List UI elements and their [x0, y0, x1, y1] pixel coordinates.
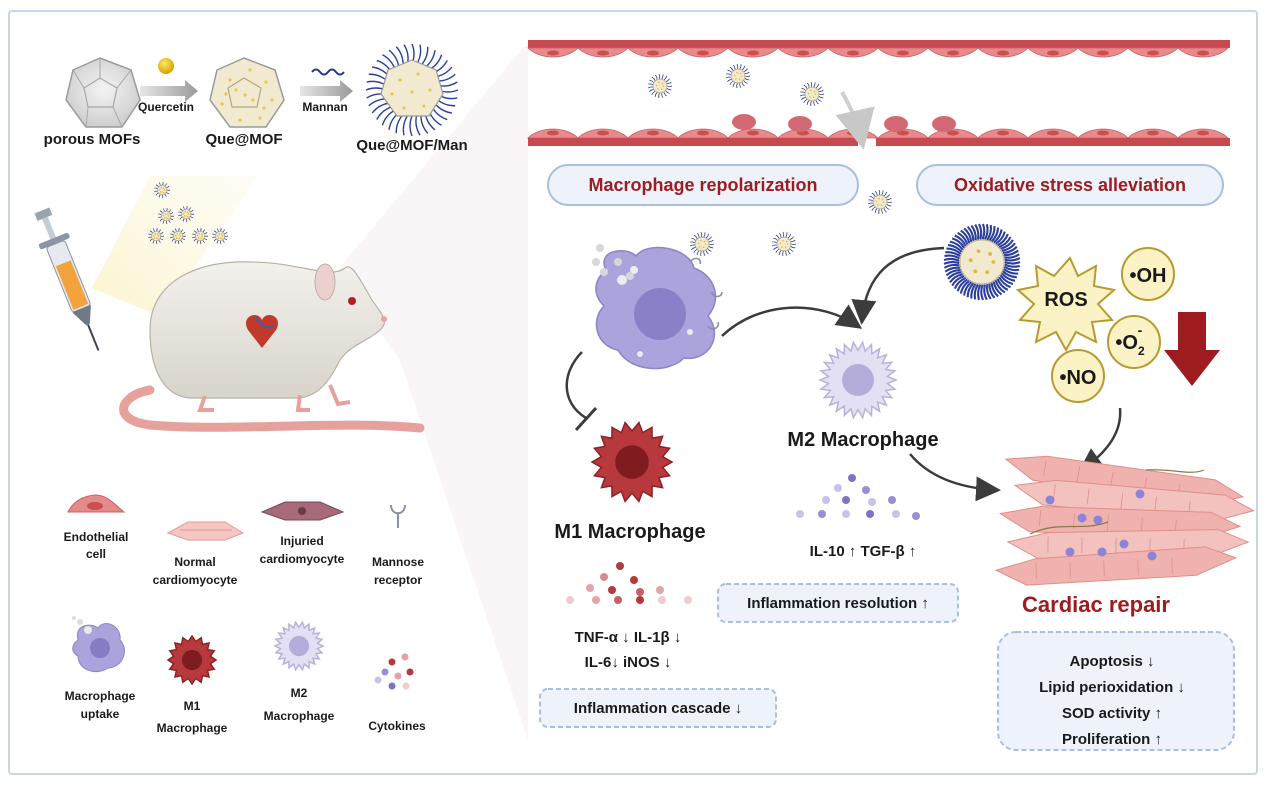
legend-injured-cardiomyocyte-icon [260, 501, 345, 521]
legend-normal-cardiomyocyte-icon [166, 521, 245, 541]
arrow-to-m2 [721, 304, 863, 337]
repair-item-apoptosis: Apoptosis ↓ [1070, 653, 1155, 670]
injected-nanoparticle [147, 227, 165, 245]
vessel-nanoparticle [647, 73, 673, 99]
m1-label: M1 Macrophage [554, 521, 705, 543]
cardiac-tissue [994, 455, 1255, 586]
uptake-nanoparticle [689, 231, 715, 257]
legend-uptake-macrophage-icon [72, 616, 125, 672]
figure-frame [8, 10, 1258, 775]
arrow-ros-to-repair [1077, 407, 1122, 473]
arrow-m2-to-repair [909, 453, 1001, 502]
legend-endothelial-icon [67, 494, 126, 513]
blood-vessel [527, 40, 1230, 150]
arrow-quercetin [140, 80, 198, 102]
reagent2-label: Mannan [302, 100, 347, 114]
step3-label: Que@MOF/Man [356, 137, 467, 154]
m2-label: M2 Macrophage [787, 429, 938, 451]
legend-m2-icon [273, 620, 325, 672]
o2-label: •O2- [1115, 322, 1145, 358]
reagent1-label: Quercetin [138, 100, 194, 114]
vessel-nanoparticle [867, 189, 893, 215]
superoxide-radical [1107, 315, 1161, 369]
arrow-mannan [300, 80, 353, 102]
que-mof-man-particle [365, 43, 459, 137]
quercetin-icon [158, 58, 174, 74]
mechanism-right-label: Oxidative stress alleviation [954, 175, 1186, 195]
cardiac-repair-title: Cardiac repair [1022, 592, 1170, 617]
legend-cytokines-label: Cytokines [368, 719, 426, 733]
injection-beam [92, 176, 258, 316]
step2-label: Que@MOF [205, 131, 282, 148]
mannan-icon [311, 68, 345, 76]
uptake-nanoparticle [771, 231, 797, 257]
que-mof-man-nanoparticle [943, 223, 1021, 301]
porous-mof-particle [65, 57, 141, 128]
rat-illustration [119, 261, 425, 433]
injected-nanoparticle [211, 227, 229, 245]
m2-box-label: Inflammation resolution ↑ [747, 595, 929, 612]
heart-icon [245, 315, 279, 348]
uptake-macrophage [595, 246, 723, 370]
vessel-nanoparticle [725, 63, 751, 89]
ros-label: ROS [1044, 289, 1087, 311]
mannose-receptor-icon [390, 504, 406, 528]
repair-item-sod: SOD activity ↑ [1062, 705, 1162, 722]
zoom-funnel [336, 42, 528, 740]
ros-decrease-arrow [1164, 312, 1220, 386]
injected-nanoparticle [157, 207, 175, 225]
cardiac-repair-box [997, 631, 1235, 751]
inflammation-resolution-box [717, 583, 959, 623]
hydroxyl-radical [1121, 247, 1175, 301]
no-label: •NO [1059, 367, 1096, 389]
m2-macrophage [818, 340, 898, 420]
injected-particles [147, 181, 229, 245]
m1-box-label: Inflammation cascade ↓ [574, 700, 742, 717]
legend-m1-icon [166, 634, 218, 686]
inhibition-line [565, 351, 587, 420]
m1-cytokines-line1: TNF-α ↓ IL-1β ↓ [575, 629, 682, 646]
step1-label: porous MOFs [44, 131, 141, 148]
m1-cytokines-line2: IL-6↓ iNOS ↓ [585, 654, 672, 671]
injected-nanoparticle [191, 227, 209, 245]
legend-cytokines-icon [374, 653, 414, 690]
mechanism-left-label: Macrophage repolarization [588, 175, 817, 195]
injected-nanoparticle [169, 227, 187, 245]
m2-cytokines [796, 474, 920, 520]
vessel-nanoparticles [647, 63, 893, 215]
inflammation-cascade-box [539, 688, 777, 728]
macrophage-repolarization-pill [547, 164, 859, 206]
que-mof-particle [209, 57, 285, 128]
oh-label: •OH [1129, 265, 1166, 287]
vessel-nanoparticle [799, 81, 825, 107]
m1-macrophage [590, 421, 674, 503]
repair-item-proliferation: Proliferation ↑ [1062, 731, 1162, 748]
injected-nanoparticle [153, 181, 171, 199]
m1-cytokines [566, 562, 692, 604]
nitric-oxide-radical [1051, 349, 1105, 403]
arrow-nanoparticle-to-m2 [851, 246, 945, 325]
ros-burst [1015, 256, 1117, 353]
oxidative-stress-pill [916, 164, 1224, 206]
uptake-nanoparticles [592, 231, 797, 280]
repair-item-lipid: Lipid perioxidation ↓ [1039, 679, 1185, 696]
injected-nanoparticle [177, 205, 195, 223]
m2-cytokines-label: IL-10 ↑ TGF-β ↑ [810, 543, 917, 560]
large-nanoparticle [943, 223, 1021, 301]
syringe [34, 207, 100, 351]
